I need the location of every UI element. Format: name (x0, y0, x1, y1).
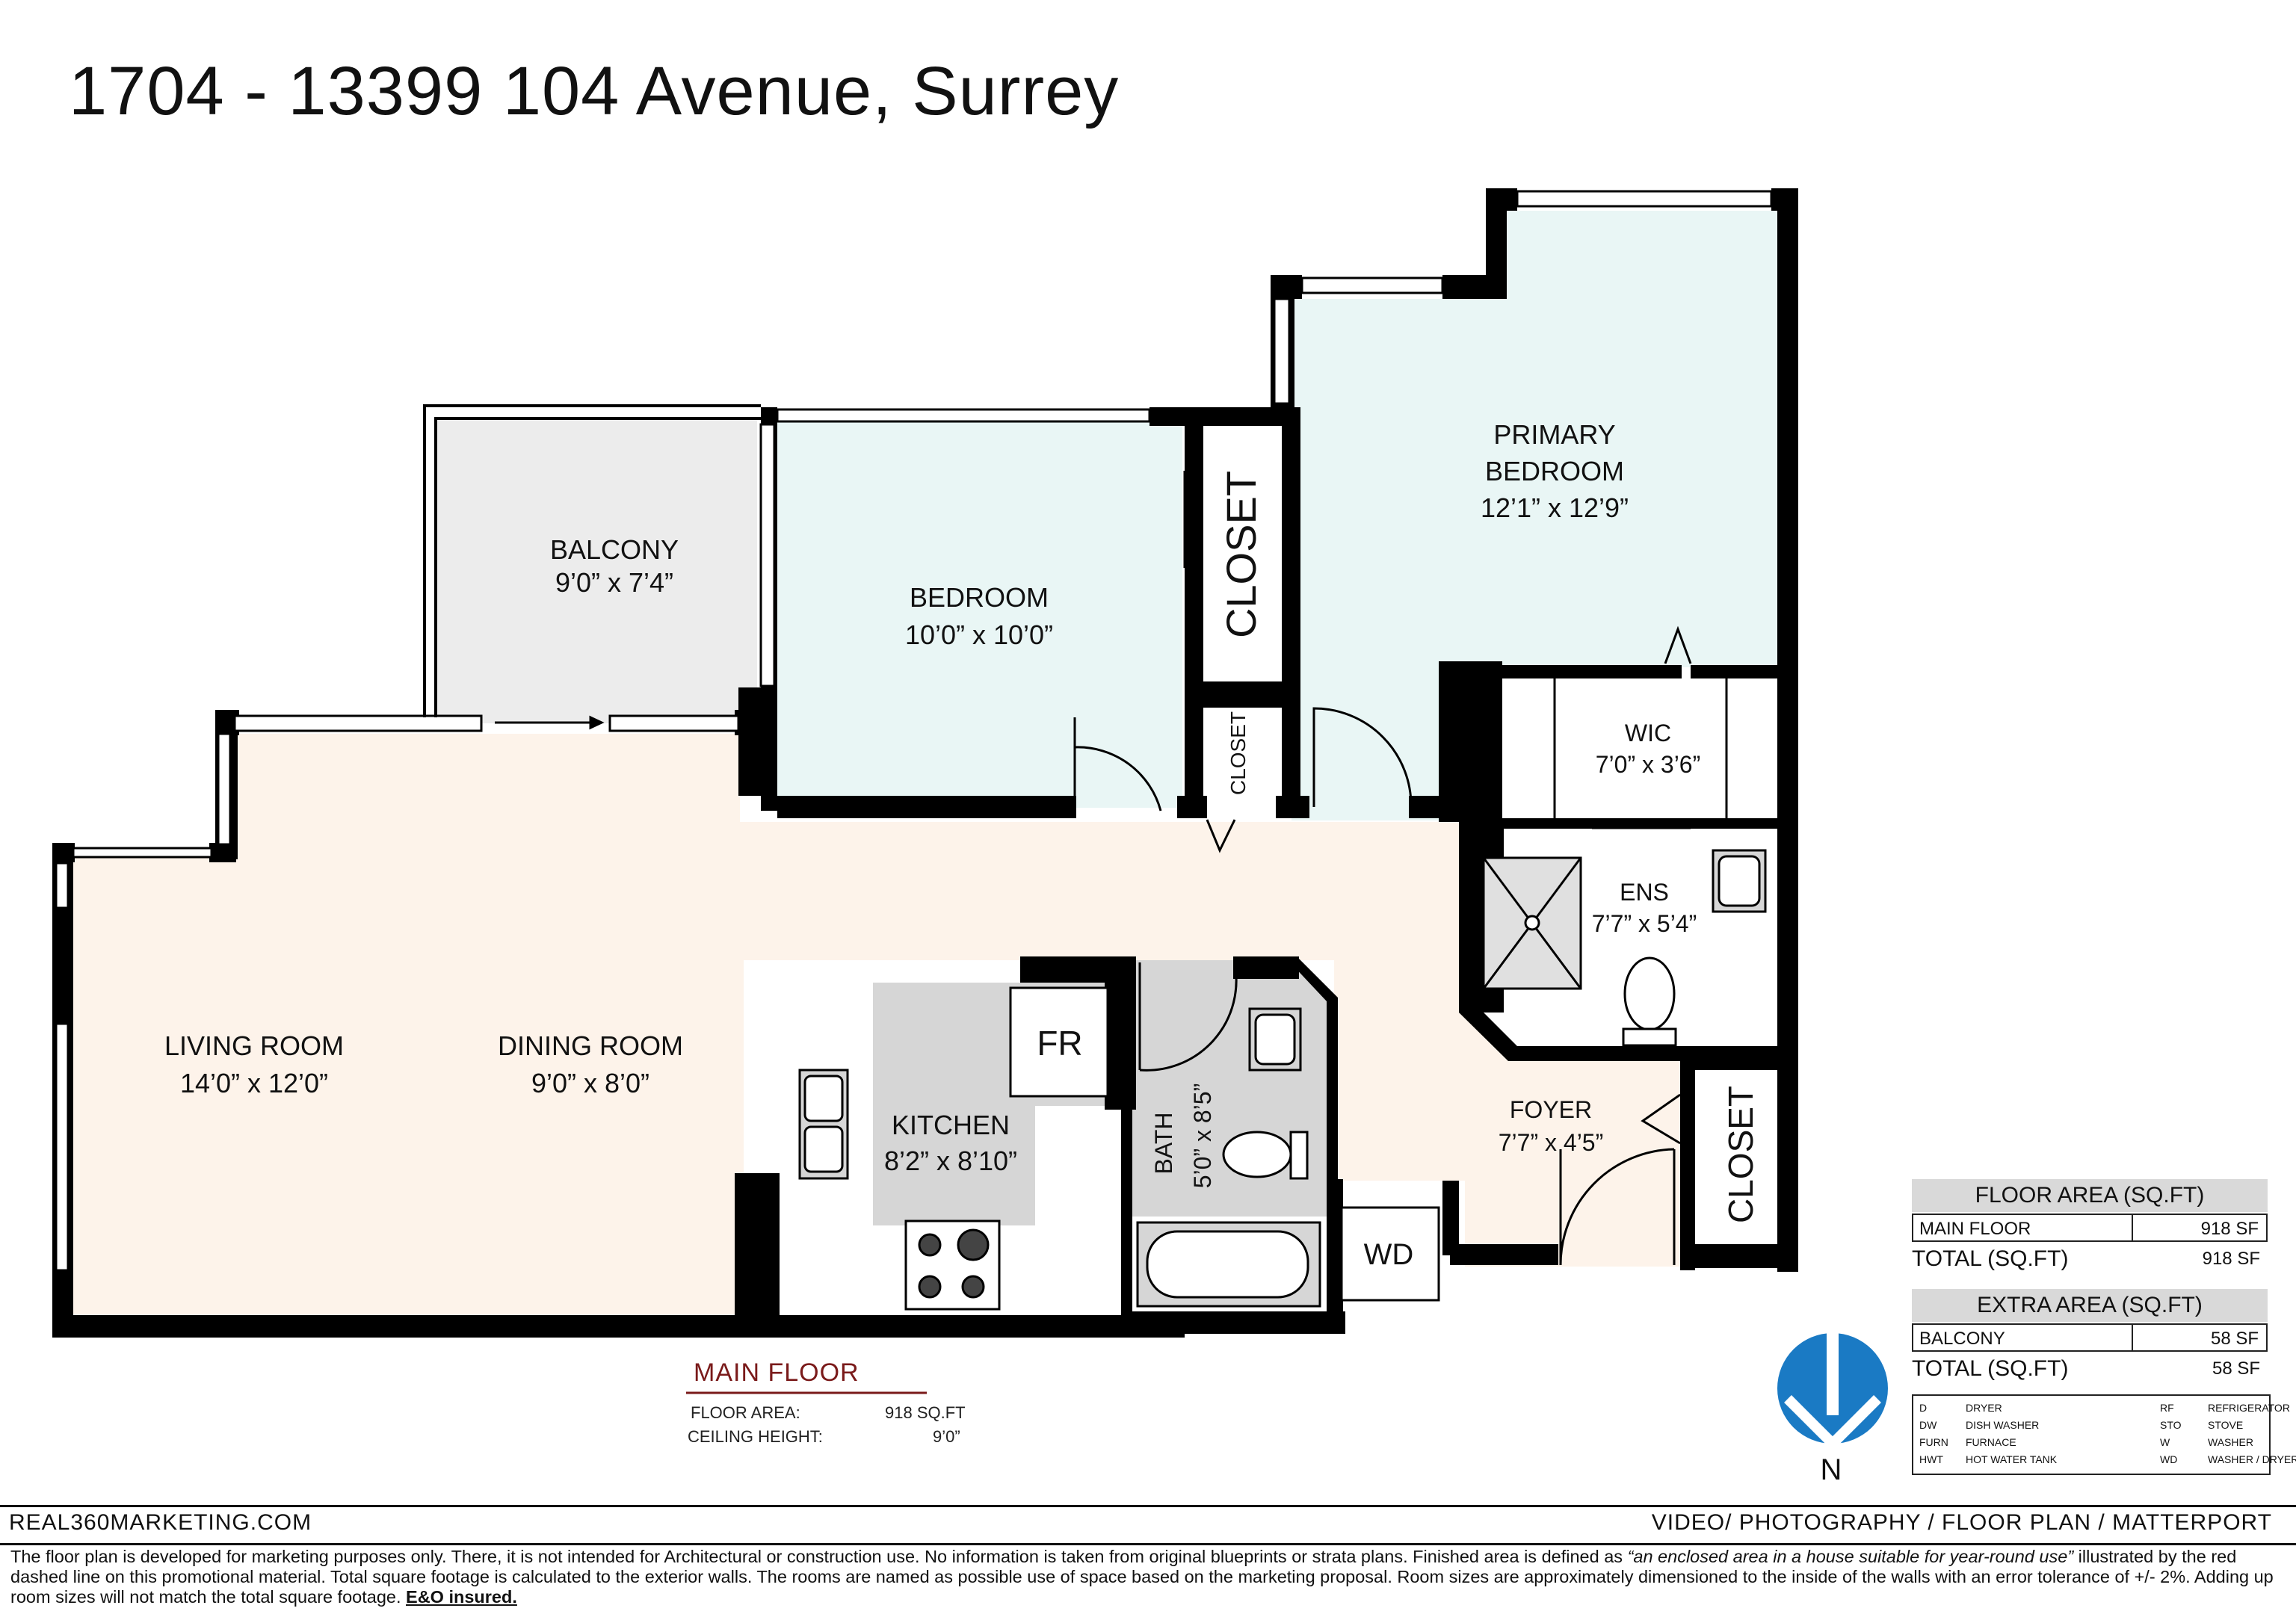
bath-label: BATH (1150, 1113, 1177, 1175)
primary-size: 12’1” x 12’9” (1481, 492, 1629, 523)
legend-text-furn: FURNACE (1966, 1436, 2016, 1448)
footer-services: VIDEO/ PHOTOGRAPHY / FLOOR PLAN / MATTER… (1651, 1510, 2272, 1535)
extra-area-total-value: 58 SF (2212, 1358, 2260, 1379)
extra-area-table: EXTRA AREA (SQ.FT) BALCONY 58 SF TOTAL (… (1912, 1289, 2268, 1386)
room-labels: BALCONY 9’0” x 7’4” BEDROOM 10’0” x 10’0… (164, 419, 1760, 1271)
legend-text-rf: REFRIGERATOR (2208, 1402, 2290, 1414)
washer-dryer-icon (1340, 1206, 1440, 1302)
balcony-size: 9’0” x 7’4” (555, 567, 673, 598)
wic-size: 7’0” x 3’6” (1596, 751, 1701, 778)
extra-area-row: BALCONY 58 SF (1912, 1323, 2268, 1352)
toilet-icon (1623, 956, 1676, 1031)
disclaimer-eo: E&O insured. (406, 1587, 517, 1607)
closet-foyer-floor (1693, 1065, 1775, 1244)
primary-label-2: BEDROOM (1485, 456, 1624, 486)
disclaimer-part-1: The floor plan is developed for marketin… (10, 1547, 1628, 1566)
bedroom-label: BEDROOM (910, 582, 1049, 613)
floor-area-total-label: TOTAL (SQ.FT) (1912, 1246, 2069, 1271)
legend-text-dw: DISH WASHER (1966, 1419, 2040, 1431)
ens-size: 7’7” x 5’4” (1592, 910, 1697, 937)
closet-big-label: CLOSET (1218, 471, 1265, 638)
living-dining-floor (72, 734, 1680, 1315)
dining-size: 9’0” x 8’0” (531, 1068, 649, 1098)
extra-area-row-value: 58 SF (2210, 1329, 2259, 1349)
kitchen-size: 8’2” x 8’10” (884, 1146, 1017, 1176)
compass-north-label: N (1821, 1453, 1842, 1486)
disclaimer-text: The floor plan is developed for marketin… (10, 1547, 2283, 1607)
legend-code-dw: DW (1919, 1419, 1937, 1431)
balcony-floor (436, 418, 757, 723)
legend-code-rf: RF (2160, 1402, 2174, 1414)
fridge-icon (1009, 986, 1109, 1098)
closet-foyer-label: CLOSET (1721, 1086, 1760, 1223)
footer-bar (0, 1505, 2296, 1545)
closet-small-floor (1202, 706, 1288, 811)
extra-area-total-label: TOTAL (SQ.FT) (1912, 1356, 2069, 1381)
primary-bedroom-floor (1292, 211, 1779, 820)
main-floor-title: MAIN FLOOR (694, 1358, 860, 1387)
legend-text-sto: STOVE (2208, 1419, 2244, 1431)
floor-area-row-label: MAIN FLOOR (1919, 1219, 2031, 1239)
foyer-label: FOYER (1510, 1096, 1592, 1123)
extra-area-total: TOTAL (SQ.FT) 58 SF (1912, 1353, 2268, 1385)
extra-area-row-label: BALCONY (1919, 1329, 2005, 1349)
floor-area-total-value: 918 SF (2202, 1249, 2260, 1269)
legend-code-furn: FURN (1919, 1436, 1948, 1448)
floor-area-value: 918 SQ.FT (885, 1403, 966, 1422)
abbreviation-legend: D DRYER DW DISH WASHER FURN FURNACE HWT … (1912, 1394, 2296, 1475)
ens-label: ENS (1620, 879, 1669, 906)
page-title: 1704 - 13399 104 Avenue, Surrey (69, 53, 1120, 129)
legend-code-hwt: HWT (1919, 1453, 1943, 1465)
legend-code-wd: WD (2160, 1453, 2178, 1465)
floor-area-total: TOTAL (SQ.FT) 918 SF (1912, 1243, 2268, 1275)
bath-toilet-icon (1222, 1131, 1292, 1178)
bath-size: 5’0” x 8’5” (1189, 1083, 1216, 1189)
walls (52, 188, 1798, 1338)
legend-code-d: D (1919, 1402, 1928, 1414)
balcony-slider-arrow (495, 715, 605, 730)
floor-area-label: FLOOR AREA: (691, 1403, 800, 1422)
footer-website[interactable]: REAL360MARKETING.COM (9, 1510, 312, 1535)
extra-area-header: EXTRA AREA (SQ.FT) (1912, 1289, 2268, 1322)
ceiling-height-value: 9’0” (933, 1427, 960, 1446)
floor-area-header: FLOOR AREA (SQ.FT) (1912, 1179, 2268, 1212)
bedroom-size: 10’0” x 10’0” (905, 619, 1053, 650)
closet-small-label: CLOSET (1226, 711, 1250, 795)
windows (55, 190, 1773, 1272)
wall-south (52, 1315, 1185, 1338)
closet-big-floor (1202, 426, 1288, 680)
compass-icon: N (1777, 1332, 1888, 1486)
primary-label-1: PRIMARY (1493, 419, 1615, 450)
living-label: LIVING ROOM (164, 1030, 344, 1061)
legend-code-w: W (2160, 1436, 2170, 1448)
floor-area-row: MAIN FLOOR 918 SF (1912, 1214, 2268, 1242)
legend-text-hwt: HOT WATER TANK (1966, 1453, 2058, 1465)
foyer-size: 7’7” x 4’5” (1499, 1129, 1604, 1156)
living-size: 14’0” x 12’0” (180, 1068, 328, 1098)
floor-area-row-value: 918 SF (2200, 1219, 2259, 1239)
wic-floor (1502, 676, 1777, 818)
kitchen-counter-cut (1035, 1106, 1112, 1225)
dining-label: DINING ROOM (498, 1030, 683, 1061)
legend-text-d: DRYER (1966, 1402, 2002, 1414)
room-fills (72, 211, 1779, 1315)
fr-label: FR (1037, 1024, 1082, 1063)
fixtures (798, 678, 1767, 1311)
bedroom-floor (777, 421, 1182, 808)
balcony-railing (423, 404, 761, 717)
stove-icon (904, 1219, 1001, 1311)
balcony-label: BALCONY (550, 534, 679, 565)
kitchen-label: KITCHEN (892, 1110, 1010, 1140)
floor-area-table: FLOOR AREA (SQ.FT) MAIN FLOOR 918 SF TOT… (1912, 1179, 2268, 1276)
wic-label: WIC (1625, 720, 1671, 746)
legend-code-sto: STO (2160, 1419, 2182, 1431)
wd-label: WD (1364, 1238, 1414, 1271)
ceiling-height-label: CEILING HEIGHT: (688, 1427, 823, 1446)
legend-text-wd: WASHER / DRYER (2208, 1453, 2296, 1465)
disclaimer-part-2: illustrated by the red dashed line on th… (10, 1547, 2274, 1607)
legend-text-w: WASHER (2208, 1436, 2253, 1448)
doors (1073, 471, 1692, 1266)
disclaimer-quote: “an enclosed area in a house suitable fo… (1627, 1547, 2074, 1566)
